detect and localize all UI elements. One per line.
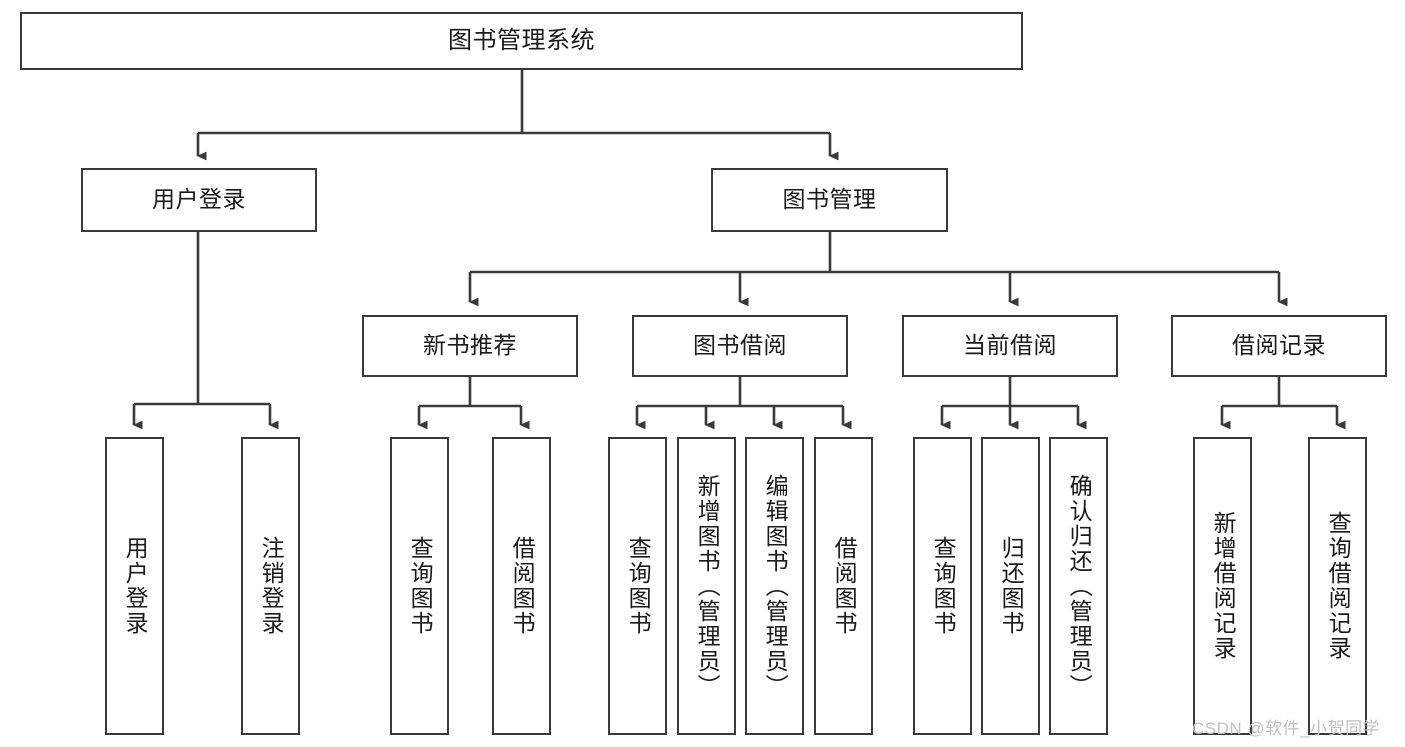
node-label: 查询借阅记录 (1325, 511, 1352, 661)
node-label: 查询图书 (625, 536, 652, 636)
csdn-watermark: CSDN @软件_小贺同学 (1192, 719, 1381, 738)
leaf-add-book-admin[interactable]: 新增图书（管理员） (677, 437, 736, 735)
node-borrow-record[interactable]: 借阅记录 (1171, 315, 1387, 377)
leaf-query-book-recommend[interactable]: 查询图书 (390, 437, 449, 735)
node-label: 借阅图书 (509, 536, 536, 636)
node-label: 借阅图书 (831, 536, 858, 636)
leaf-confirm-return-admin[interactable]: 确认归还（管理员） (1049, 437, 1108, 735)
node-book-management[interactable]: 图书管理 (711, 168, 948, 232)
leaf-query-book-borrow[interactable]: 查询图书 (608, 437, 667, 735)
node-label: 用户登录 (122, 536, 149, 636)
leaf-borrow-book[interactable]: 借阅图书 (814, 437, 873, 735)
node-label: 新书推荐 (423, 332, 517, 359)
node-label: 注销登录 (258, 536, 285, 636)
leaf-borrow-book-recommend[interactable]: 借阅图书 (492, 437, 551, 735)
node-label: 编辑图书（管理员） (762, 473, 789, 699)
node-current-borrow[interactable]: 当前借阅 (902, 315, 1118, 377)
node-user-login[interactable]: 用户登录 (81, 168, 317, 232)
node-label: 归还图书 (998, 536, 1025, 636)
node-root-system[interactable]: 图书管理系统 (20, 12, 1023, 70)
node-label: 新增图书（管理员） (694, 473, 721, 699)
node-label: 查询图书 (407, 536, 434, 636)
node-label: 图书借阅 (693, 332, 787, 359)
node-label: 查询图书 (930, 536, 957, 636)
node-label: 借阅记录 (1232, 332, 1326, 359)
leaf-edit-book-admin[interactable]: 编辑图书（管理员） (745, 437, 804, 735)
leaf-return-book[interactable]: 归还图书 (981, 437, 1040, 735)
node-label: 用户登录 (152, 186, 246, 213)
node-label: 图书管理 (782, 186, 877, 213)
leaf-query-borrow-record[interactable]: 查询借阅记录 (1308, 437, 1367, 735)
node-label: 确认归还（管理员） (1066, 473, 1093, 699)
node-new-book-recommend[interactable]: 新书推荐 (362, 315, 578, 377)
leaf-add-borrow-record[interactable]: 新增借阅记录 (1193, 437, 1252, 735)
leaf-logout[interactable]: 注销登录 (241, 437, 300, 735)
leaf-query-book-current[interactable]: 查询图书 (913, 437, 972, 735)
node-book-borrow[interactable]: 图书借阅 (632, 315, 848, 377)
leaf-user-login[interactable]: 用户登录 (105, 437, 164, 735)
node-label: 当前借阅 (963, 332, 1057, 359)
node-label: 新增借阅记录 (1210, 511, 1237, 661)
node-label: 图书管理系统 (448, 26, 595, 54)
